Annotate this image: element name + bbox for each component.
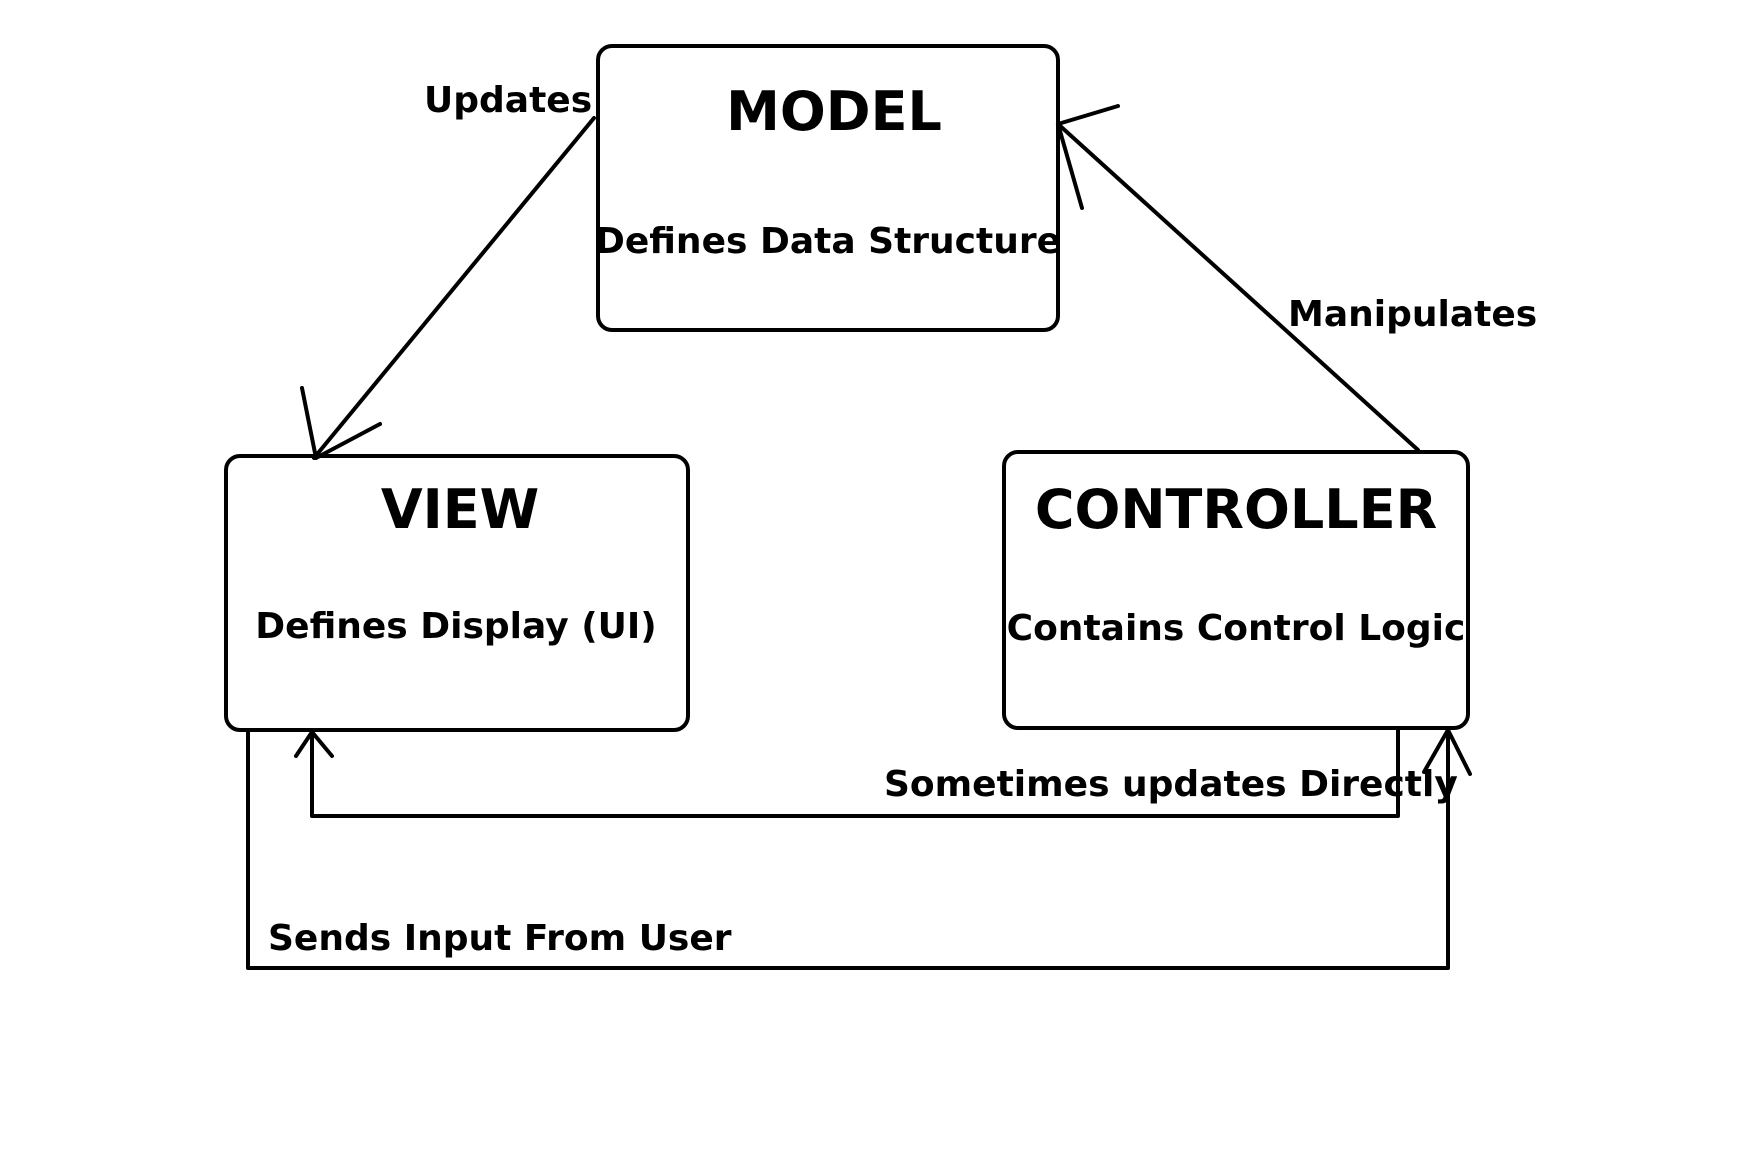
updates-arrowhead xyxy=(300,386,382,460)
edge-view-to-controller: Sends Input From User xyxy=(246,728,1472,970)
model-node: MODEL Defines Data Structure xyxy=(595,44,1061,332)
model-box xyxy=(596,44,1060,332)
direct-update-label: Sometimes updates Directly xyxy=(884,764,1458,805)
view-title: VIEW xyxy=(381,478,539,541)
controller-box xyxy=(1002,450,1470,730)
direct-update-arrowhead xyxy=(294,730,334,758)
controller-description: Contains Control Logic xyxy=(1007,608,1466,649)
model-title: MODEL xyxy=(726,80,942,143)
edge-controller-to-model: Manipulates xyxy=(1056,104,1537,452)
edge-model-to-view: Updates xyxy=(300,80,596,460)
user-input-label: Sends Input From User xyxy=(268,918,732,959)
view-node: VIEW Defines Display (UI) xyxy=(224,454,690,732)
manipulates-arrow-line xyxy=(1056,122,1420,452)
direct-update-arrow-line xyxy=(310,728,1400,818)
updates-arrow-line xyxy=(312,116,596,460)
controller-title: CONTROLLER xyxy=(1035,478,1437,541)
user-input-arrowhead xyxy=(1422,728,1472,776)
manipulates-label: Manipulates xyxy=(1288,294,1537,335)
updates-label: Updates xyxy=(424,80,592,121)
view-description: Defines Display (UI) xyxy=(255,606,656,647)
edge-controller-to-view: Sometimes updates Directly xyxy=(294,728,1458,818)
view-box xyxy=(224,454,690,732)
model-description: Defines Data Structure xyxy=(595,221,1061,262)
controller-node: CONTROLLER Contains Control Logic xyxy=(1002,450,1470,730)
manipulates-arrowhead xyxy=(1056,104,1120,210)
user-input-arrow-line xyxy=(246,728,1450,970)
